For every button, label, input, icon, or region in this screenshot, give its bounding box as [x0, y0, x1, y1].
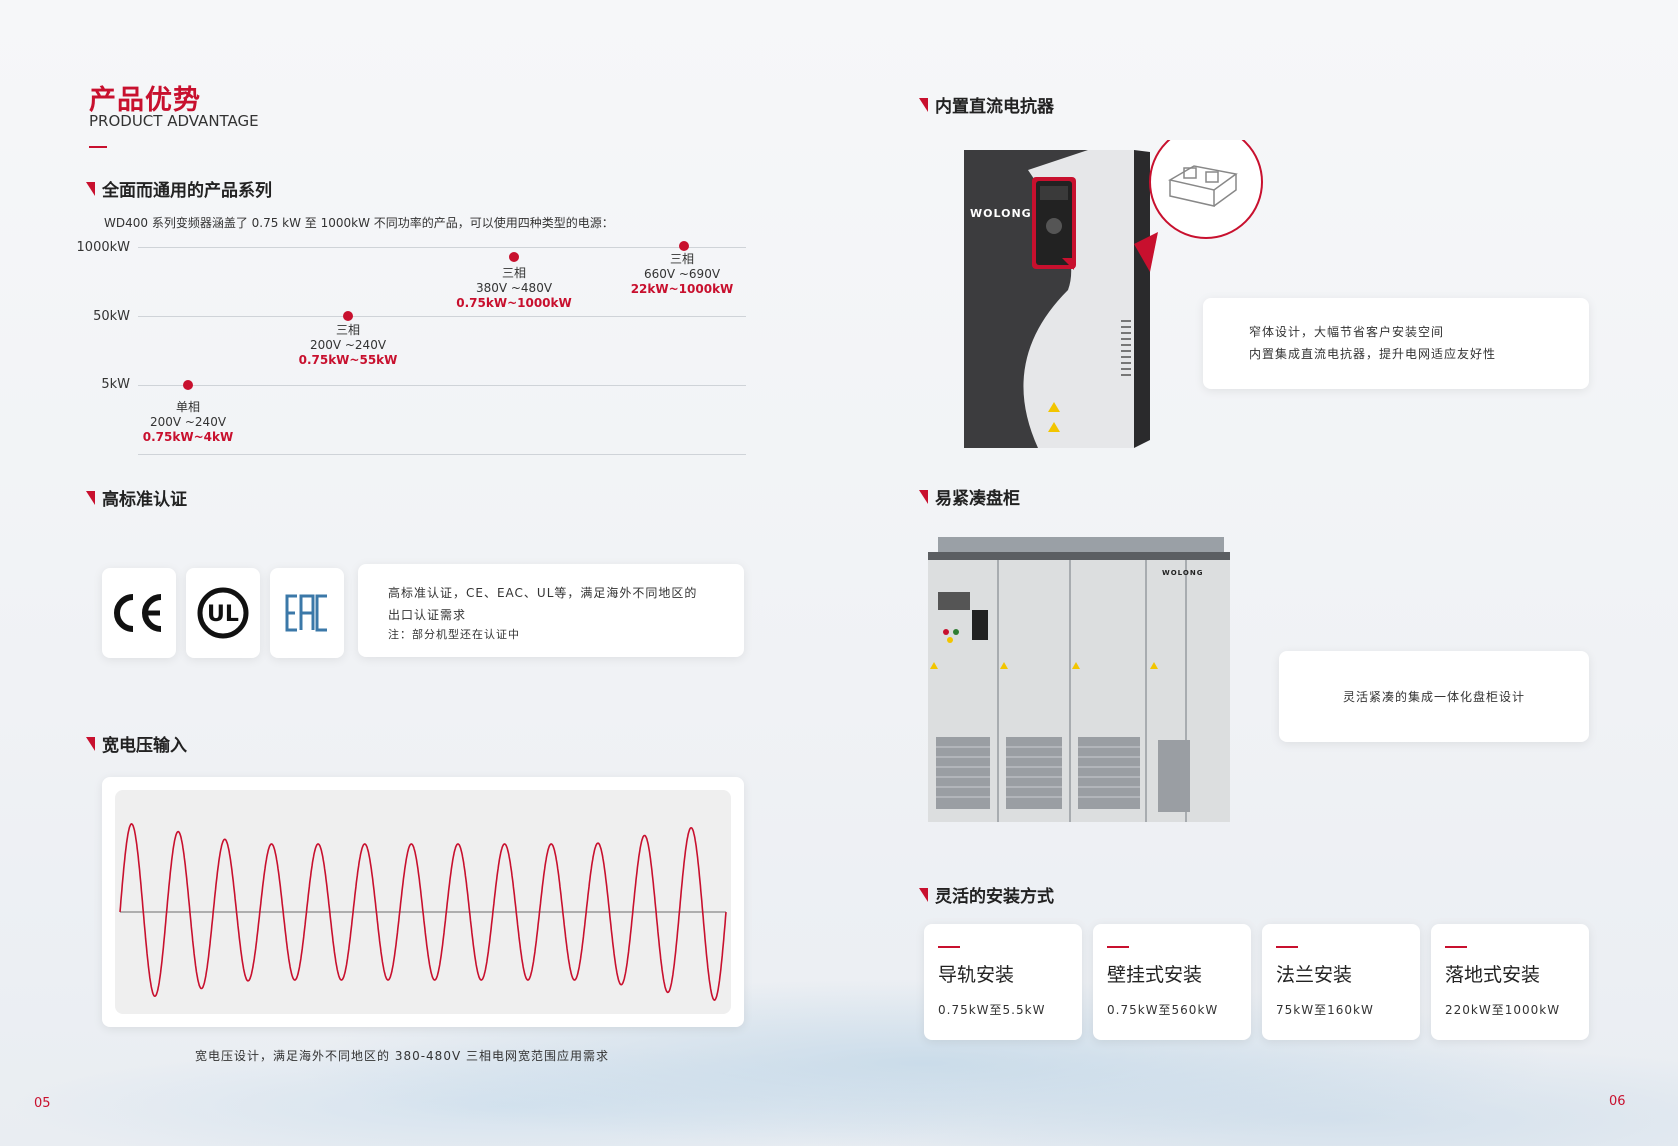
ce-logo-card — [102, 568, 176, 658]
cert-info-card: 高标准认证，CE、EAC、UL等，满足海外不同地区的 出口认证需求 注：部分机型… — [358, 564, 744, 657]
svg-text:UL: UL — [207, 602, 239, 627]
drive-unit-image — [964, 140, 1263, 448]
section-marker-icon — [919, 489, 928, 504]
install-card-rule — [1276, 946, 1298, 948]
reactor-text-line1: 窄体设计，大幅节省客户安装空间 — [1249, 325, 1445, 339]
install-card-title: 壁挂式安装 — [1107, 964, 1203, 986]
install-card-rule — [938, 946, 960, 948]
series-label-1: 单相 200V ~240V 0.75kW~4kW — [142, 400, 234, 444]
section-marker-icon — [86, 736, 95, 751]
section-marker-icon — [919, 887, 928, 902]
voltage-caption: 宽电压设计，满足海外不同地区的 380-480V 三相电网宽范围应用需求 — [195, 1049, 609, 1063]
cert-text-line1: 高标准认证，CE、EAC、UL等，满足海外不同地区的 — [388, 586, 698, 600]
cabinet-text: 灵活紧凑的集成一体化盘柜设计 — [1342, 689, 1525, 704]
install-card-range: 0.75kW至5.5kW — [938, 1003, 1046, 1017]
grid-line-1000kw — [138, 247, 746, 248]
series-heading: 全面而通用的产品系列 — [86, 176, 272, 201]
eac-logo-card — [270, 568, 344, 658]
install-card-range: 0.75kW至560kW — [1107, 1003, 1219, 1017]
cert-text-line2: 出口认证需求 — [388, 608, 467, 622]
page-number-right: 06 — [1609, 1094, 1626, 1109]
series-label-2: 三相 200V ~240V 0.75kW~55kW — [298, 323, 398, 367]
install-card-title: 落地式安装 — [1445, 964, 1541, 986]
reactor-info-card: 窄体设计，大幅节省客户安装空间 内置集成直流电抗器，提升电网适应友好性 — [1203, 298, 1589, 389]
drive-brand-label: WOLONG — [970, 207, 1032, 220]
install-card-title: 法兰安装 — [1276, 964, 1353, 986]
install-card-title: 导轨安装 — [938, 964, 1015, 986]
grid-line-base — [138, 454, 746, 455]
voltage-heading: 宽电压输入 — [86, 731, 187, 756]
ce-logo-icon — [114, 594, 162, 632]
y-label-50kw: 50kW — [93, 309, 130, 324]
waveform-card — [102, 777, 744, 1027]
page-title: 产品优势 — [89, 85, 201, 116]
grid-line-50kw — [138, 316, 746, 317]
cabinet-heading: 易紧凑盘柜 — [919, 484, 1020, 509]
waveform-graphic — [119, 823, 727, 1001]
install-card-rule — [1107, 946, 1129, 948]
section-marker-icon — [86, 181, 95, 196]
install-heading: 灵活的安装方式 — [919, 882, 1054, 907]
series-point-2 — [343, 311, 353, 321]
series-label-3: 三相 380V ~480V 0.75kW~1000kW — [456, 266, 572, 310]
series-point-4 — [679, 241, 689, 251]
install-card-floor: 落地式安装 220kW至1000kW — [1431, 924, 1589, 1040]
install-card-flange: 法兰安装 75kW至160kW — [1262, 924, 1420, 1040]
cabinet-brand-label: WOLONG — [1162, 569, 1204, 577]
cabinet-info-card: 灵活紧凑的集成一体化盘柜设计 — [1279, 651, 1589, 742]
install-card-range: 75kW至160kW — [1276, 1003, 1374, 1017]
ul-logo-icon: UL — [197, 587, 249, 639]
page-number-left: 05 — [34, 1096, 51, 1111]
grid-line-5kw — [138, 385, 746, 386]
y-label-1000kw: 1000kW — [76, 240, 130, 255]
page-subtitle: PRODUCT ADVANTAGE — [89, 112, 259, 130]
cert-heading: 高标准认证 — [86, 485, 187, 510]
section-marker-icon — [919, 97, 928, 112]
cabinet-image — [928, 537, 1230, 822]
y-label-5kw: 5kW — [101, 377, 130, 392]
series-intro: WD400 系列变频器涵盖了 0.75 kW 至 1000kW 不同功率的产品，… — [104, 216, 614, 230]
series-point-3 — [509, 252, 519, 262]
waveform-panel — [115, 790, 731, 1014]
install-card-wall: 壁挂式安装 0.75kW至560kW — [1093, 924, 1251, 1040]
series-label-4: 三相 660V ~690V 22kW~1000kW — [630, 252, 734, 296]
reactor-text-line2: 内置集成直流电抗器，提升电网适应友好性 — [1249, 347, 1497, 361]
ul-logo-card: UL — [186, 568, 260, 658]
series-point-1 — [183, 380, 193, 390]
section-marker-icon — [86, 490, 95, 505]
install-card-rail: 导轨安装 0.75kW至5.5kW — [924, 924, 1082, 1040]
title-rule — [89, 146, 107, 148]
install-card-range: 220kW至1000kW — [1445, 1003, 1561, 1017]
install-card-rule — [1445, 946, 1467, 948]
waveform-line — [119, 823, 727, 1001]
cert-note: 注：部分机型还在认证中 — [388, 628, 520, 641]
eac-logo-icon — [285, 594, 327, 632]
reactor-heading: 内置直流电抗器 — [919, 92, 1054, 117]
